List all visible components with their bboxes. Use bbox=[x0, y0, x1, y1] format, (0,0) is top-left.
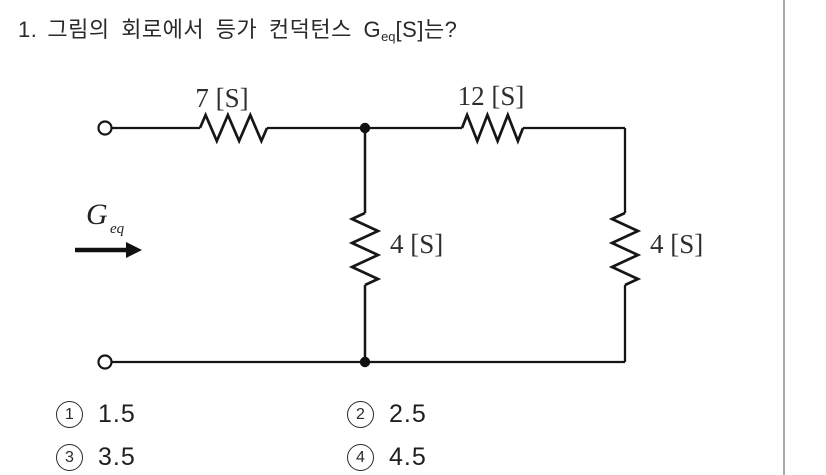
resistor-label-middle: 4 [S] bbox=[390, 229, 443, 259]
choice-4-value: 4.5 bbox=[389, 443, 427, 471]
junction-dot-top bbox=[359, 122, 371, 134]
choice-2-marker: 2 bbox=[347, 401, 374, 428]
geq-label-subscript: eq bbox=[110, 221, 125, 237]
choice-2-value: 2.5 bbox=[389, 400, 427, 428]
choice-1[interactable]: 1 1.5 bbox=[56, 400, 136, 429]
question-text: 그림의 회로에서 등가 컨덕턴스 bbox=[47, 17, 352, 42]
terminal-top-left bbox=[97, 120, 113, 136]
resistor-label-top-left: 7 [S] bbox=[195, 83, 248, 113]
junction-dot-bottom bbox=[359, 356, 371, 368]
geq-symbol-inline: Geq bbox=[363, 17, 396, 44]
choice-3[interactable]: 3 3.5 bbox=[56, 443, 136, 472]
choice-3-marker: 3 bbox=[56, 444, 83, 471]
resistor-symbol-top-left bbox=[198, 111, 269, 145]
resistor-symbol-middle bbox=[348, 211, 382, 287]
resistor-label-right: 4 [S] bbox=[650, 229, 703, 259]
terminal-bottom-left bbox=[97, 354, 113, 370]
question-suffix: [S]는? bbox=[395, 17, 458, 42]
choice-4-marker: 4 bbox=[347, 444, 374, 471]
question-number: 1. bbox=[18, 17, 38, 42]
choice-1-value: 1.5 bbox=[98, 400, 136, 428]
geq-subscript-inline: eq bbox=[381, 29, 396, 44]
resistor-label-top-right: 12 [S] bbox=[458, 81, 525, 111]
geq-label: G bbox=[86, 198, 108, 231]
question-title: 1. 그림의 회로에서 등가 컨덕턴스 Geq[S]는? bbox=[18, 12, 457, 44]
choice-4[interactable]: 4 4.5 bbox=[347, 443, 427, 472]
page-column-divider bbox=[783, 0, 785, 475]
choice-1-marker: 1 bbox=[56, 401, 83, 428]
resistor-symbol-top-right bbox=[460, 111, 525, 145]
resistor-symbol-right bbox=[608, 211, 642, 287]
geq-arrow-icon bbox=[75, 242, 142, 258]
choice-3-value: 3.5 bbox=[98, 443, 136, 471]
choice-2[interactable]: 2 2.5 bbox=[347, 400, 427, 429]
